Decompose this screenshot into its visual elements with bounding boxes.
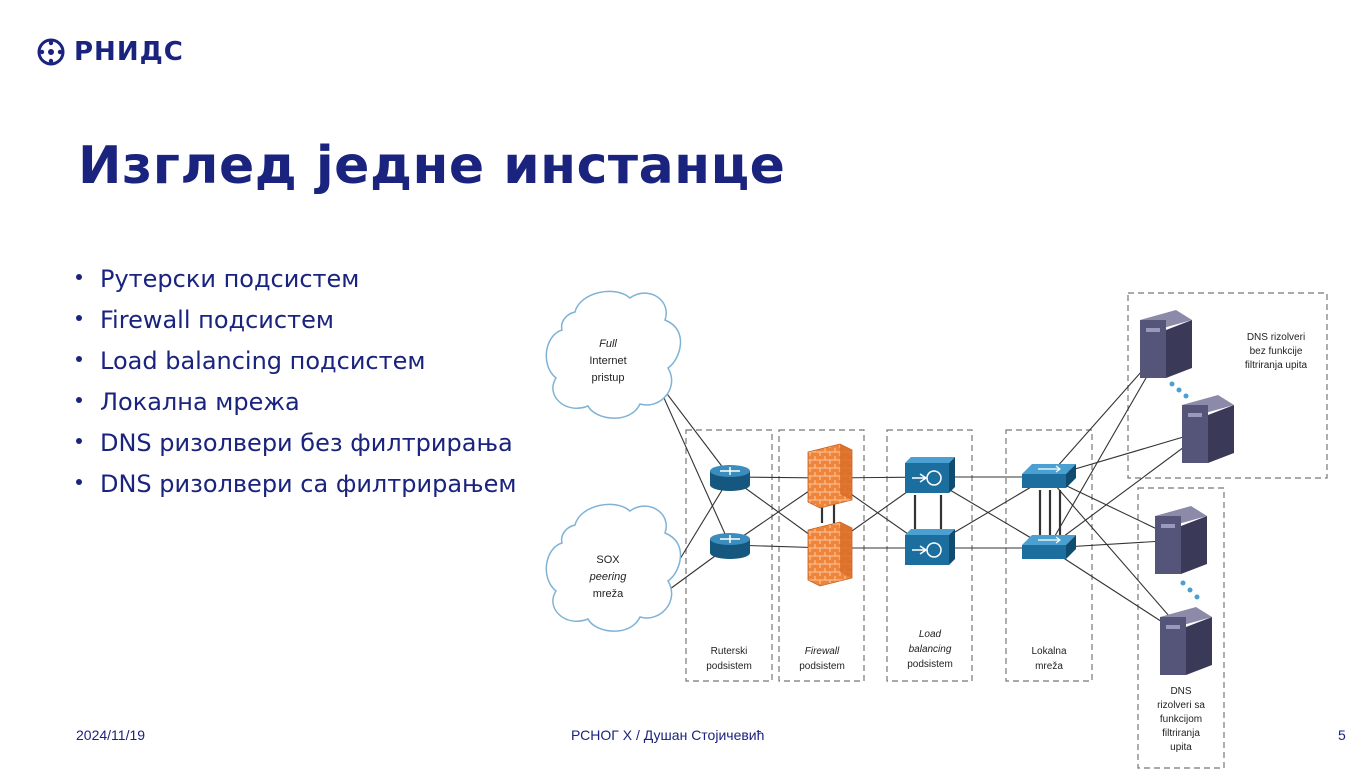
firewall-icon: [807, 521, 853, 587]
bullet-text: Load balancing подсистем: [100, 347, 426, 375]
dns-filter-label-line2: rizolveri sa: [1157, 700, 1205, 711]
lb-group-label-line2: balancing: [909, 644, 952, 655]
footer-author: РСНОГ X / Душан Стојичевић: [571, 727, 765, 743]
bullet-item: Load balancing подсистем: [76, 344, 516, 385]
bullet-dot: [76, 397, 82, 403]
bullet-text: DNS ризолвери са филтрирањем: [100, 470, 517, 498]
cloud-sox: SOX peering mreža: [545, 503, 682, 632]
firewall-icon: [807, 443, 853, 509]
logo-text: РНИДС: [74, 37, 184, 67]
slide-title: Изглед једне инстанце: [78, 136, 786, 196]
dns-filter-label-line1: DNS: [1170, 686, 1191, 697]
router-group-label-line1: Ruterski: [711, 646, 748, 657]
bullet-dot: [76, 315, 82, 321]
lb-group-box: [886, 429, 973, 682]
bullet-dot: [76, 356, 82, 362]
cloud-full-line2: Internet: [589, 355, 626, 367]
cloud-sox-line2: peering: [589, 571, 628, 583]
bullet-text: Локална мрежа: [100, 388, 300, 416]
bullet-text: DNS ризолвери без филтрирања: [100, 429, 513, 457]
dashed-groups: [685, 292, 1328, 769]
server-icon: [1155, 506, 1207, 574]
footer-date: 2024/11/19: [76, 727, 146, 743]
lb-group-label-line3: podsistem: [907, 659, 953, 670]
bullet-list: Рутерски подсистем Firewall подсистем Lo…: [76, 262, 516, 508]
switch-icon: [1022, 535, 1076, 559]
bullet-item: Firewall подсистем: [76, 303, 516, 344]
dns-filter-label-line5: upita: [1170, 742, 1192, 753]
page-number: 5: [1338, 727, 1346, 743]
logo: РНИДС: [36, 37, 184, 67]
logo-icon: [37, 38, 65, 66]
server-ellipsis-dots: [1169, 381, 1200, 600]
network-diagram: Full Internet pristup SOX peering mreža: [545, 290, 1328, 769]
router-group-label-line2: podsistem: [706, 661, 752, 672]
cloud-full-line1: Full: [599, 338, 617, 350]
firewall-group-box: [778, 429, 865, 682]
server-icon: [1140, 310, 1192, 378]
bullet-item: Рутерски подсистем: [76, 262, 516, 303]
lan-group-label-line1: Lokalna: [1031, 646, 1066, 657]
cloud-full-internet: Full Internet pristup: [545, 290, 682, 419]
bullet-text: Рутерски подсистем: [100, 265, 360, 293]
bullet-item: DNS ризолвери без филтрирања: [76, 426, 516, 467]
cloud-sox-line1: SOX: [596, 554, 620, 566]
dns-nofilter-label-line1: DNS rizolveri: [1247, 332, 1305, 343]
bullet-dot: [76, 438, 82, 444]
lan-group-box: [1005, 429, 1093, 682]
server-icon: [1160, 607, 1212, 675]
lan-group-label-line2: mreža: [1035, 661, 1063, 672]
lb-group-label-line1: Load: [919, 629, 942, 640]
dns-filter-label-line3: funkcijom: [1160, 714, 1202, 725]
cloud-sox-line3: mreža: [593, 588, 624, 600]
server-icon: [1182, 395, 1234, 463]
dns-nofilter-box: [1127, 292, 1328, 479]
firewall-group-label-line2: podsistem: [799, 661, 845, 672]
dns-nofilter-label-line3: filtriranja upita: [1245, 360, 1308, 371]
router-group-box: [685, 429, 773, 682]
dns-filter-box: [1137, 487, 1225, 769]
bullet-item: DNS ризолвери са филтрирањем: [76, 467, 516, 508]
router-icon: [710, 533, 750, 559]
bullet-item: Локална мрежа: [76, 385, 516, 426]
cloud-full-line3: pristup: [591, 372, 624, 384]
dns-nofilter-label-line2: bez funkcije: [1250, 346, 1303, 357]
switch-icon: [1022, 464, 1076, 488]
bullet-text: Firewall подсистем: [100, 306, 334, 334]
dns-filter-label-line4: filtriranja: [1162, 728, 1200, 739]
router-icon: [710, 465, 750, 491]
bullet-dot: [76, 274, 82, 280]
load-balancer-icon: [905, 529, 955, 565]
bullet-dot: [76, 479, 82, 485]
load-balancer-icon: [905, 457, 955, 493]
firewall-group-label-line1: Firewall: [805, 646, 840, 657]
